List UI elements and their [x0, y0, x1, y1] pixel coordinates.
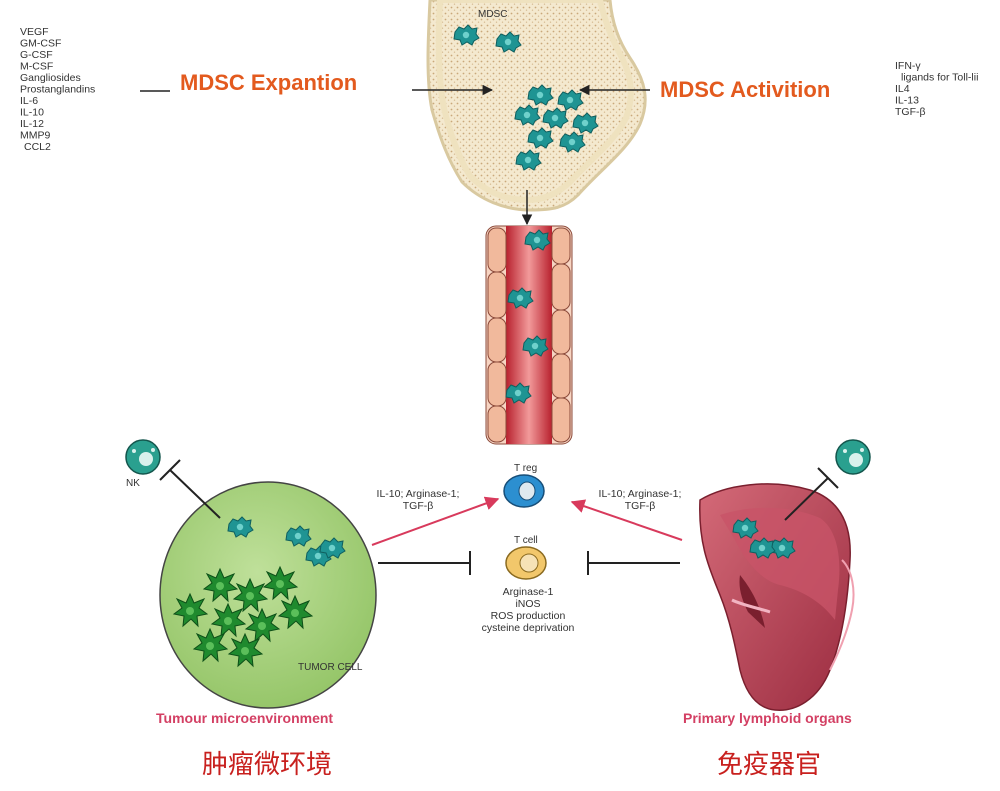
t-cell — [505, 546, 547, 580]
expansion-factor-list: VEGFGM-CSFG-CSFM-CSFGangliosidesProstang… — [20, 26, 95, 153]
treg-label: T reg — [514, 463, 537, 474]
tumor-cell-label: TUMOR CELL — [298, 662, 363, 673]
tumour-caption: Tumour microenvironment — [156, 710, 333, 726]
mdsc-activation-label: MDSC Activition — [660, 77, 830, 102]
mdsc-expansion-label: MDSC Expantion — [180, 70, 357, 95]
right-secretion-text: IL-10; Arginase-1;TGF-β — [599, 488, 682, 512]
lymphoid-caption-cn: 免疫器官 — [717, 750, 821, 780]
suppression-mechanism: iNOS — [515, 598, 540, 610]
tumour-microenvironment — [159, 481, 377, 709]
expansion-factor: GM-CSF — [20, 38, 61, 50]
right-secretion-line: IL-10; Arginase-1; — [599, 488, 682, 500]
activation-factor: IL-13 — [895, 95, 919, 107]
tumour-inhibits-tcell — [378, 551, 471, 575]
suppression-mechanism: Arginase-1 — [503, 586, 554, 598]
lymphoid-organ — [699, 483, 855, 711]
tumour-caption-cn: 肿瘤微环境 — [202, 750, 332, 780]
expansion-factor: M-CSF — [20, 61, 53, 73]
suppression-mechanism: ROS production — [491, 610, 566, 622]
expansion-factor: CCL2 — [24, 141, 51, 153]
treg-cell — [503, 474, 545, 508]
nk-inhibition-right — [784, 467, 839, 521]
expansion-factor: MMP9 — [20, 130, 50, 142]
lymphoid-inhibits-tcell — [587, 551, 680, 575]
suppression-mechanism: cysteine deprivation — [482, 622, 575, 634]
activation-factor: TGF-β — [895, 106, 926, 118]
expansion-factor: IL-6 — [20, 95, 38, 107]
activation-factor: IFN-γ — [895, 60, 921, 72]
left-secretion-text: IL-10; Arginase-1;TGF-β — [377, 488, 460, 512]
expansion-factor: IL-12 — [20, 118, 44, 130]
expansion-factor: Prostanglandins — [20, 84, 95, 96]
bone-label: MDSC — [478, 9, 507, 20]
nk-cell-right — [835, 439, 871, 475]
expansion-factor: Gangliosides — [20, 72, 81, 84]
expansion-factor: VEGF — [20, 26, 49, 38]
tumour-to-treg-arrow — [371, 496, 500, 546]
lymphoid-caption: Primary lymphoid organs — [683, 710, 852, 726]
activation-factor: ligands for Toll-lii — [901, 72, 978, 84]
expansion-factor: IL-10 — [20, 107, 44, 119]
tcell-label: T cell — [514, 535, 538, 546]
nk-cell-left — [125, 439, 161, 475]
expansion-factor: G-CSF — [20, 49, 53, 61]
right-secretion-line: TGF-β — [625, 500, 656, 512]
activation-factor: IL4 — [895, 83, 910, 95]
nk-label: NK — [126, 478, 140, 489]
lymphoid-to-treg-arrow — [570, 499, 683, 541]
blood-vessel — [485, 225, 573, 445]
left-secretion-line: IL-10; Arginase-1; — [377, 488, 460, 500]
nk-inhibition-left — [159, 459, 221, 519]
left-secretion-line: TGF-β — [403, 500, 434, 512]
